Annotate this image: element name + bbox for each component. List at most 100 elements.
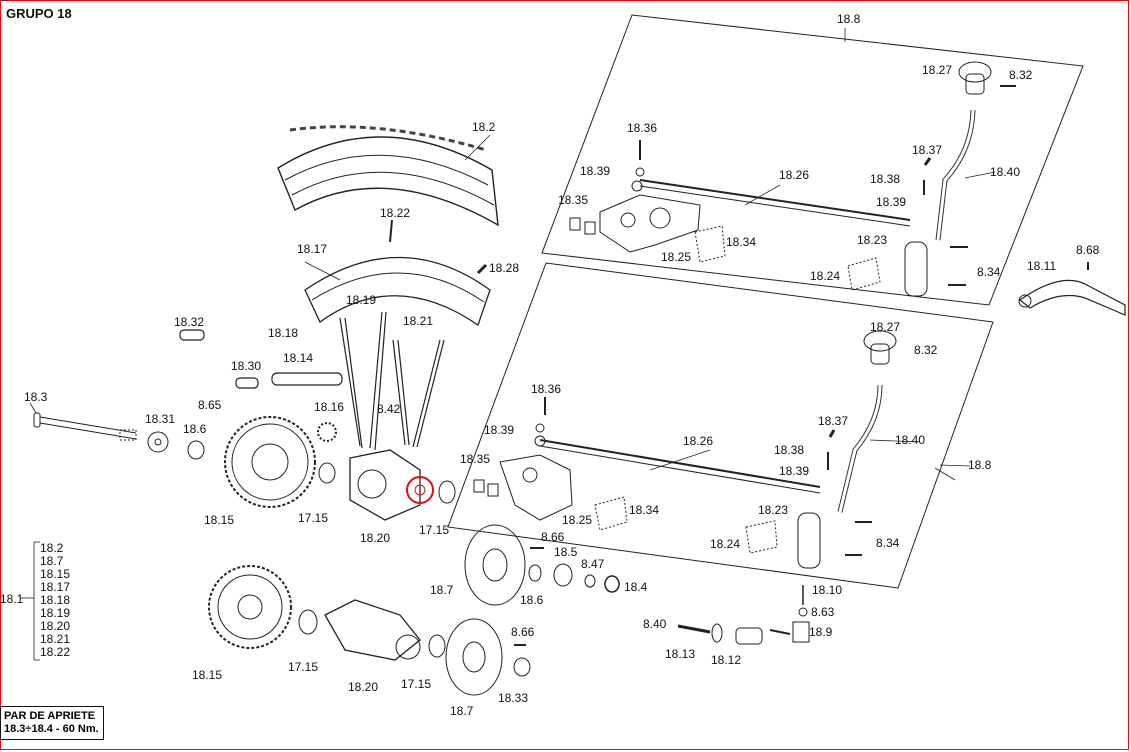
callout-18-40-upper: 18.40 <box>990 165 1021 179</box>
callout-8-66-top: 8.66 <box>541 530 565 544</box>
callout-18-23-lower: 18.23 <box>758 503 789 517</box>
upper-sticker-18-34 <box>694 225 726 263</box>
callout-18-39-upper-b: 18.39 <box>876 195 907 209</box>
callout-18-25-lower: 18.25 <box>562 513 593 527</box>
assembly-list-item: 18.22 <box>40 645 71 659</box>
callout-8-42: 8.42 <box>377 402 401 416</box>
assembly-key: 18.1 <box>0 592 24 606</box>
callout-18-26-lower: 18.26 <box>683 434 714 448</box>
rim-band-drawing <box>304 256 491 327</box>
callout-8-65: 8.65 <box>198 398 222 412</box>
lower-master-cylinder-drawing <box>745 330 897 569</box>
upper-master-cylinder-drawing <box>847 61 1016 297</box>
bearing-17-15-bottom-left <box>298 609 318 635</box>
callout-18-10: 18.10 <box>812 583 843 597</box>
spacer-18-6-rear <box>187 440 205 460</box>
sprocket-bottom-drawing <box>208 565 292 649</box>
bearing-17-15-top-right <box>438 480 456 504</box>
upper-caliper-drawing <box>569 140 701 253</box>
callout-18-39-upper-a: 18.39 <box>580 164 611 178</box>
callout-18-28: 18.28 <box>489 261 520 275</box>
callout-18-27-upper: 18.27 <box>922 63 953 77</box>
torque-note: PAR DE APRIETE 18.3÷18.4 - 60 Nm. <box>0 706 104 740</box>
callout-18-12: 18.12 <box>711 653 742 667</box>
callout-18-39-lower-a: 18.39 <box>484 423 515 437</box>
callout-18-34-upper: 18.34 <box>726 235 757 249</box>
callout-18-36-lower: 18.36 <box>531 382 562 396</box>
washer-18-5 <box>553 563 573 587</box>
bearing-17-15-top-left <box>318 462 336 484</box>
callout-18-6-front: 18.6 <box>520 593 544 607</box>
callout-18-14: 18.14 <box>283 351 314 365</box>
spacer-18-33 <box>513 657 531 677</box>
callout-8-66-bottom: 8.66 <box>511 625 535 639</box>
hub-top-drawing <box>349 449 434 521</box>
spacer-18-6-front <box>528 564 542 582</box>
axle-drawing <box>33 412 137 441</box>
callout-18-35-lower: 18.35 <box>460 452 491 466</box>
callout-18-20-top: 18.20 <box>360 531 391 545</box>
callout-18-24-lower: 18.24 <box>710 537 741 551</box>
torque-heading: PAR DE APRIETE <box>4 710 96 722</box>
callout-18-5: 18.5 <box>554 545 578 559</box>
callout-18-22: 18.22 <box>380 206 411 220</box>
nut-18-4 <box>604 575 620 593</box>
callout-8-32-upper: 8.32 <box>1009 68 1033 82</box>
leader-lines <box>20 28 996 661</box>
callout-18-15-top: 18.15 <box>204 513 235 527</box>
assembly-list-item: 18.17 <box>40 580 71 594</box>
callout-17-15-top-a: 17.15 <box>298 511 329 525</box>
assembly-list-item: 18.19 <box>40 606 71 620</box>
callout-8-40: 8.40 <box>643 617 667 631</box>
callout-18-36-upper: 18.36 <box>627 121 658 135</box>
callout-18-11: 18.11 <box>1027 259 1057 273</box>
callout-18-30: 18.30 <box>231 359 262 373</box>
assembly-list-item: 18.20 <box>40 619 71 633</box>
callout-18-3: 18.3 <box>24 390 48 404</box>
callout-18-26-upper: 18.26 <box>779 168 810 182</box>
assembly-list-item: 18.18 <box>40 593 71 607</box>
callout-18-18: 18.18 <box>268 326 299 340</box>
callout-18-8-lower: 18.8 <box>968 458 992 472</box>
callout-18-38-upper: 18.38 <box>870 172 901 186</box>
callout-18-33: 18.33 <box>498 691 529 705</box>
callout-18-24-upper: 18.24 <box>810 269 841 283</box>
spokes-drawing <box>339 311 445 451</box>
callout-8-63: 8.63 <box>811 605 835 619</box>
callout-18-7-top: 18.7 <box>430 583 454 597</box>
callout-18-32: 18.32 <box>174 315 205 329</box>
washer-8-47 <box>584 574 596 588</box>
callout-18-37-lower: 18.37 <box>818 414 849 428</box>
callout-18-9: 18.9 <box>809 625 833 639</box>
tyre-drawing <box>277 125 499 227</box>
callout-18-25-upper: 18.25 <box>661 250 692 264</box>
callout-18-4: 18.4 <box>624 580 648 594</box>
nipple-18-28 <box>476 263 488 275</box>
torque-value: 18.3÷18.4 - 60 Nm. <box>4 723 99 735</box>
front-sprocket-18-16 <box>317 422 337 442</box>
tensioner-18-31 <box>147 431 169 453</box>
callout-18-21: 18.21 <box>403 314 434 328</box>
bearing-17-15-bottom-right <box>428 634 446 658</box>
callout-18-31: 18.31 <box>145 412 176 426</box>
callout-18-15-bottom: 18.15 <box>192 668 223 682</box>
callout-18-8-upper: 18.8 <box>837 12 861 26</box>
spoke-nipple-18-22 <box>389 219 393 243</box>
assembly-list-item: 18.2 <box>40 541 64 555</box>
callout-17-15-bottom-a: 17.15 <box>288 660 319 674</box>
assembly-list-item: 18.7 <box>40 554 64 568</box>
pedal-linkage-drawing <box>677 585 810 645</box>
callout-17-15-bottom-b: 17.15 <box>401 677 432 691</box>
callout-18-23-upper: 18.23 <box>857 233 888 247</box>
brake-disc-top-drawing <box>464 524 526 606</box>
sprocket-top-drawing <box>224 416 316 508</box>
callout-8-47: 8.47 <box>581 557 605 571</box>
callout-18-20-bottom: 18.20 <box>348 680 379 694</box>
lower-brake-panel <box>447 262 994 589</box>
callout-18-35-upper: 18.35 <box>558 193 589 207</box>
assembly-list-item: 18.21 <box>40 632 71 646</box>
callout-18-19: 18.19 <box>346 293 377 307</box>
callout-18-40-lower: 18.40 <box>895 433 926 447</box>
